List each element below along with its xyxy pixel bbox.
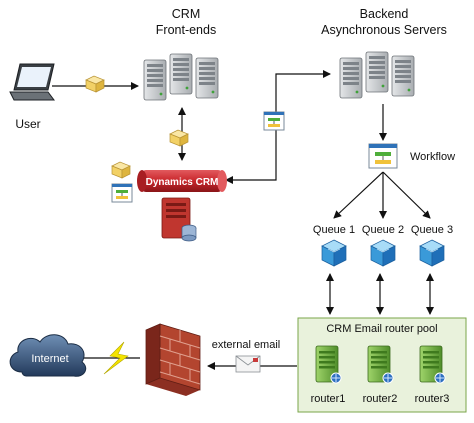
backend-servers-icon: [339, 51, 415, 99]
backend-title-line2: Asynchronous Servers: [321, 23, 447, 37]
internet-cloud-icon: [9, 334, 87, 377]
router2-server-icon: [367, 345, 394, 384]
frontends-title-line2: Front-ends: [156, 23, 216, 37]
router1-label: router1: [311, 393, 346, 405]
workflow-doc-icon: [263, 111, 285, 131]
message-package-icon: [111, 161, 131, 179]
user-label: User: [15, 117, 40, 131]
queue2-cube-icon: [370, 239, 396, 267]
backend-title-line1: Backend: [360, 7, 409, 21]
firewall-icon: [145, 323, 201, 396]
database-server-icon: [161, 197, 197, 242]
envelope-icon: [235, 355, 261, 373]
router2-label: router2: [363, 393, 398, 405]
queue3-cube-icon: [419, 239, 445, 267]
internet-label: Internet: [31, 353, 68, 365]
message-package-icon: [85, 75, 105, 93]
workflow-label: Workflow: [410, 151, 455, 163]
queue3-label: Queue 3: [411, 224, 453, 236]
message-package-icon: [169, 129, 189, 147]
workflow-doc-icon: [111, 183, 133, 203]
router3-label: router3: [415, 393, 450, 405]
user-laptop-icon: [9, 63, 55, 101]
workflow-icon: [368, 143, 398, 169]
lightning-icon: [103, 341, 129, 375]
dynamics-crm-band: [137, 170, 227, 192]
dynamics-crm-label: Dynamics CRM: [146, 177, 219, 188]
frontends-title-line1: CRM: [172, 7, 200, 21]
arrow-workflow-queue3: [382, 171, 431, 219]
router3-server-icon: [419, 345, 446, 384]
queue1-label: Queue 1: [313, 224, 355, 236]
frontends-servers-icon: [143, 53, 219, 101]
router-pool-label: CRM Email router pool: [326, 323, 437, 335]
external-email-label: external email: [212, 339, 280, 351]
queue2-label: Queue 2: [362, 224, 404, 236]
arrow-workflow-queue1: [333, 171, 384, 219]
router1-server-icon: [315, 345, 342, 384]
queue1-cube-icon: [321, 239, 347, 267]
